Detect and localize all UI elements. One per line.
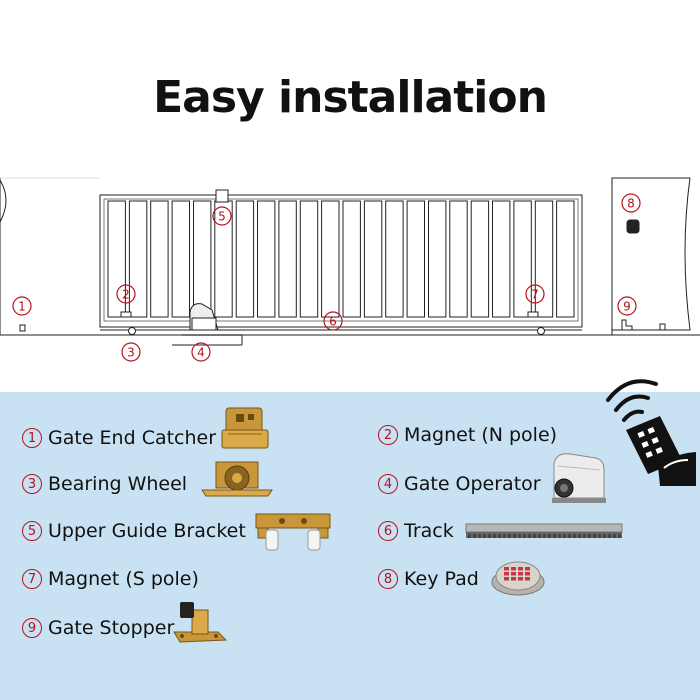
track-icon — [465, 523, 623, 538]
diagram-marker-4-label: 4 — [197, 346, 205, 360]
legend-label: Gate Operator — [404, 473, 541, 495]
legend-item-bearing-wheel: 3 Bearing Wheel — [22, 466, 187, 502]
legend-label: Track — [404, 520, 454, 542]
gate-slat — [299, 200, 319, 318]
legend-item-track: 6 Track — [378, 513, 454, 549]
gate-slat — [534, 200, 554, 318]
diagram-marker-1-label: 1 — [18, 300, 26, 314]
gate-slat — [257, 200, 276, 318]
legend-item-gate-stopper: 9 Gate Stopper — [22, 610, 174, 646]
gate-slat — [556, 200, 575, 318]
gate-slat — [128, 200, 148, 318]
gate-slat — [449, 200, 468, 318]
gate-slat — [342, 200, 361, 318]
legend-label: Gate Stopper — [48, 617, 175, 639]
legend-number: 9 — [22, 618, 42, 638]
legend-label: Gate End Catcher — [48, 427, 217, 449]
gate-slat — [428, 200, 447, 318]
diagram-marker-6 — [323, 311, 343, 331]
diagram-marker-9 — [617, 296, 637, 316]
gate-slat — [235, 200, 255, 318]
legend-item-gate-end-catcher: 1 Gate End Catcher — [22, 420, 216, 456]
gate-slat — [193, 200, 212, 318]
diagram-marker-7 — [525, 284, 545, 304]
legend-label: Key Pad — [404, 568, 479, 590]
diagram-marker-2-label: 2 — [122, 288, 130, 302]
legend-item-magnet-s-pole: 7 Magnet (S pole) — [22, 561, 199, 597]
legend-label: Bearing Wheel — [48, 473, 188, 495]
diagram-marker-7-label: 7 — [531, 288, 539, 302]
diagram-marker-4 — [191, 342, 211, 362]
gate-slat — [321, 200, 340, 318]
gate-operator-icon — [552, 453, 606, 503]
diagram-marker-9-label: 9 — [623, 300, 631, 314]
gate-slat — [385, 200, 404, 318]
page-title: Easy installation — [153, 72, 548, 123]
legend-number: 3 — [22, 474, 42, 494]
diagram-marker-6-label: 6 — [329, 315, 337, 329]
legend-number: 7 — [22, 569, 42, 589]
legend-item-gate-operator: 4 Gate Operator — [378, 466, 541, 502]
legend-number: 1 — [22, 428, 42, 448]
diagram-marker-8-label: 8 — [627, 197, 635, 211]
gate-slat — [363, 200, 383, 318]
diagram-marker-1 — [12, 296, 32, 316]
key-pad-icon — [491, 561, 545, 596]
gate-slat — [278, 200, 297, 318]
legend-number: 5 — [22, 521, 42, 541]
legend-item-key-pad: 8 Key Pad — [378, 561, 479, 597]
upper-guide-bracket-icon — [255, 513, 331, 551]
diagram-marker-3 — [121, 342, 141, 362]
legend-item-upper-guide-bracket: 5 Upper Guide Bracket — [22, 513, 246, 549]
diagram-marker-3-label: 3 — [127, 346, 135, 360]
legend-label: Magnet (N pole) — [404, 424, 558, 446]
legend-item-magnet-n-pole: 2 Magnet (N pole) — [378, 417, 557, 453]
legend-number: 2 — [378, 425, 398, 445]
legend-number: 6 — [378, 521, 398, 541]
diagram-marker-2 — [116, 284, 136, 304]
diagram-marker-5 — [212, 206, 232, 226]
gate-slat — [150, 200, 169, 318]
gate-slat — [171, 200, 191, 318]
gate-slats — [107, 200, 575, 318]
gate-slat — [107, 200, 126, 318]
gate-end-catcher-icon — [221, 407, 269, 449]
gate-stopper-icon — [173, 602, 228, 643]
bearing-wheel-icon — [201, 461, 273, 497]
legend-label: Magnet (S pole) — [48, 568, 199, 590]
legend-label: Upper Guide Bracket — [48, 520, 246, 542]
gate-slat — [470, 200, 490, 318]
parts-legend-panel: 1 Gate End Catcher 3 Bearing Wheel 5 Upp… — [0, 379, 700, 700]
gate-diagram: 1 2 3 4 5 6 7 8 9 — [0, 177, 700, 362]
gate-slat — [492, 200, 511, 318]
remote-control-icon — [606, 379, 696, 486]
legend-number: 8 — [378, 569, 398, 589]
diagram-marker-8 — [621, 193, 641, 213]
gate-slat — [513, 200, 532, 318]
legend-number: 4 — [378, 474, 398, 494]
diagram-marker-5-label: 5 — [218, 210, 226, 224]
gate-slat — [406, 200, 426, 318]
